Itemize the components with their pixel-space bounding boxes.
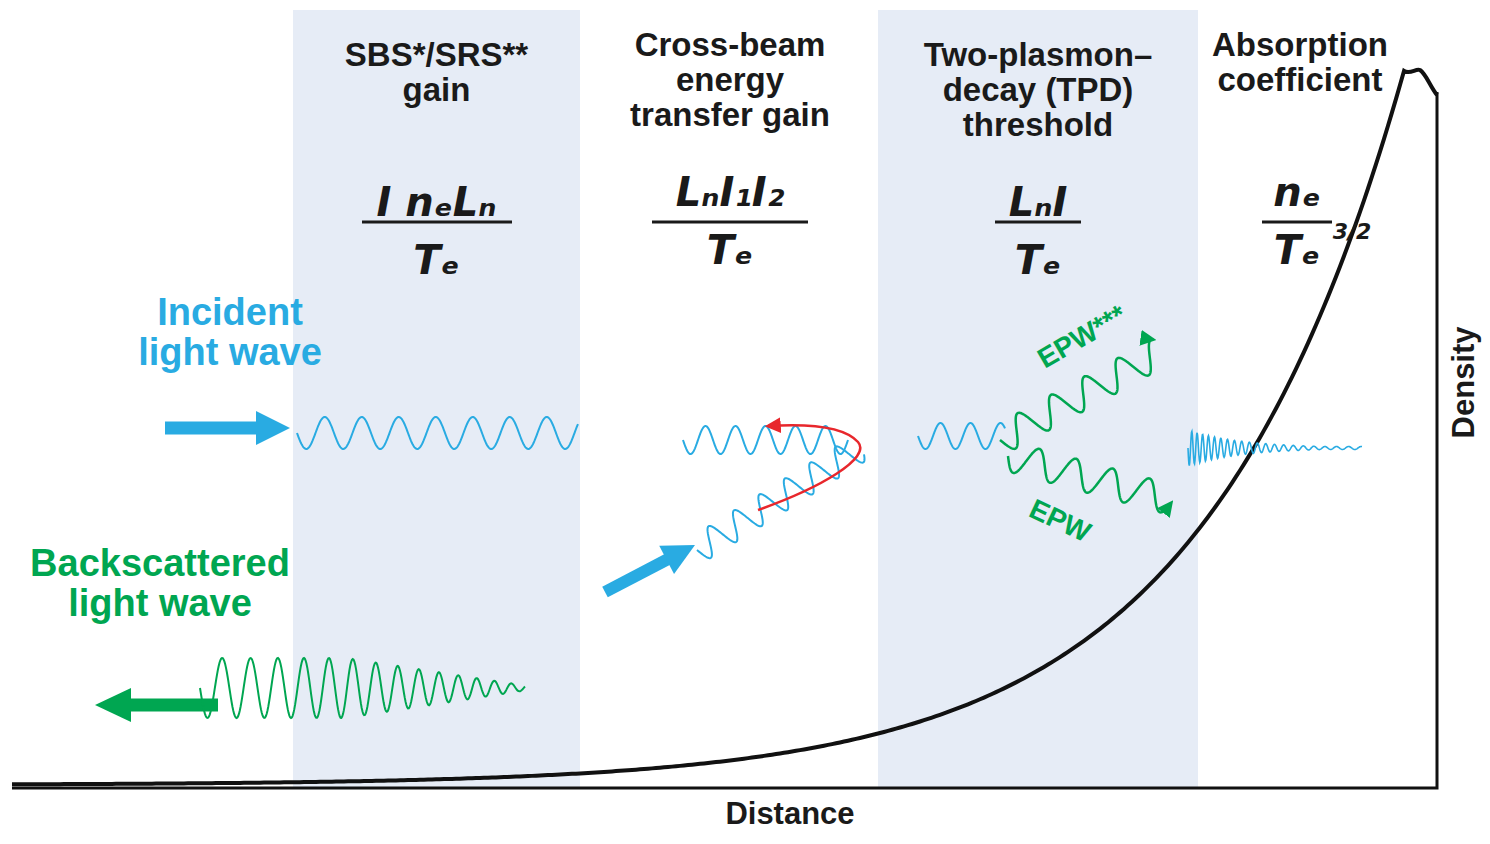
crossbeam-arrow xyxy=(605,559,668,592)
formula-exponent: 3/2 xyxy=(1328,220,1376,243)
tpd-incident-wave xyxy=(918,423,1005,449)
column-heading: Absorption coefficient xyxy=(1185,28,1415,98)
crossbeam-arrow-head xyxy=(659,545,695,574)
backscattered-wave xyxy=(200,658,525,718)
fraction-bar xyxy=(995,221,1081,224)
crossbeam-wave xyxy=(683,426,848,454)
formula-term: Tₑ xyxy=(1262,226,1332,274)
formula-term: nₑ xyxy=(1237,168,1357,216)
column-heading: Cross-beam energy transfer gain xyxy=(618,28,843,133)
density-curve xyxy=(12,70,1437,785)
formula-term: Tₑ xyxy=(650,226,810,274)
incident-arrow-head xyxy=(256,411,290,445)
energy-transfer-arrow xyxy=(758,425,860,510)
incident-wave xyxy=(297,417,578,449)
formula-term: Tₑ xyxy=(303,236,570,284)
axes xyxy=(12,92,1437,788)
incident-arrow xyxy=(165,422,258,435)
fraction-bar xyxy=(652,221,808,224)
formula-term: LₙI xyxy=(888,178,1188,226)
backscatter-arrow-head xyxy=(95,688,131,722)
absorbed-wave xyxy=(1188,431,1362,465)
region-band: SBS*/SRS** gain I nₑLₙTₑ xyxy=(293,10,580,788)
wave-label: Backscattered light wave xyxy=(12,543,308,624)
band-heading: SBS*/SRS** gain xyxy=(322,38,552,108)
formula-term: LₙI₁I₂ xyxy=(610,168,850,216)
fraction-bar xyxy=(1262,221,1332,224)
band-heading: Two-plasmon–decay (TPD) threshold xyxy=(888,38,1188,143)
fraction-bar xyxy=(362,221,512,224)
formula-term: I nₑLₙ xyxy=(303,178,570,226)
axis-label: Density xyxy=(1448,302,1481,462)
axis-label: Distance xyxy=(680,798,900,831)
wave-label: Incident light wave xyxy=(125,292,335,373)
formula-term: Tₑ xyxy=(888,236,1188,284)
